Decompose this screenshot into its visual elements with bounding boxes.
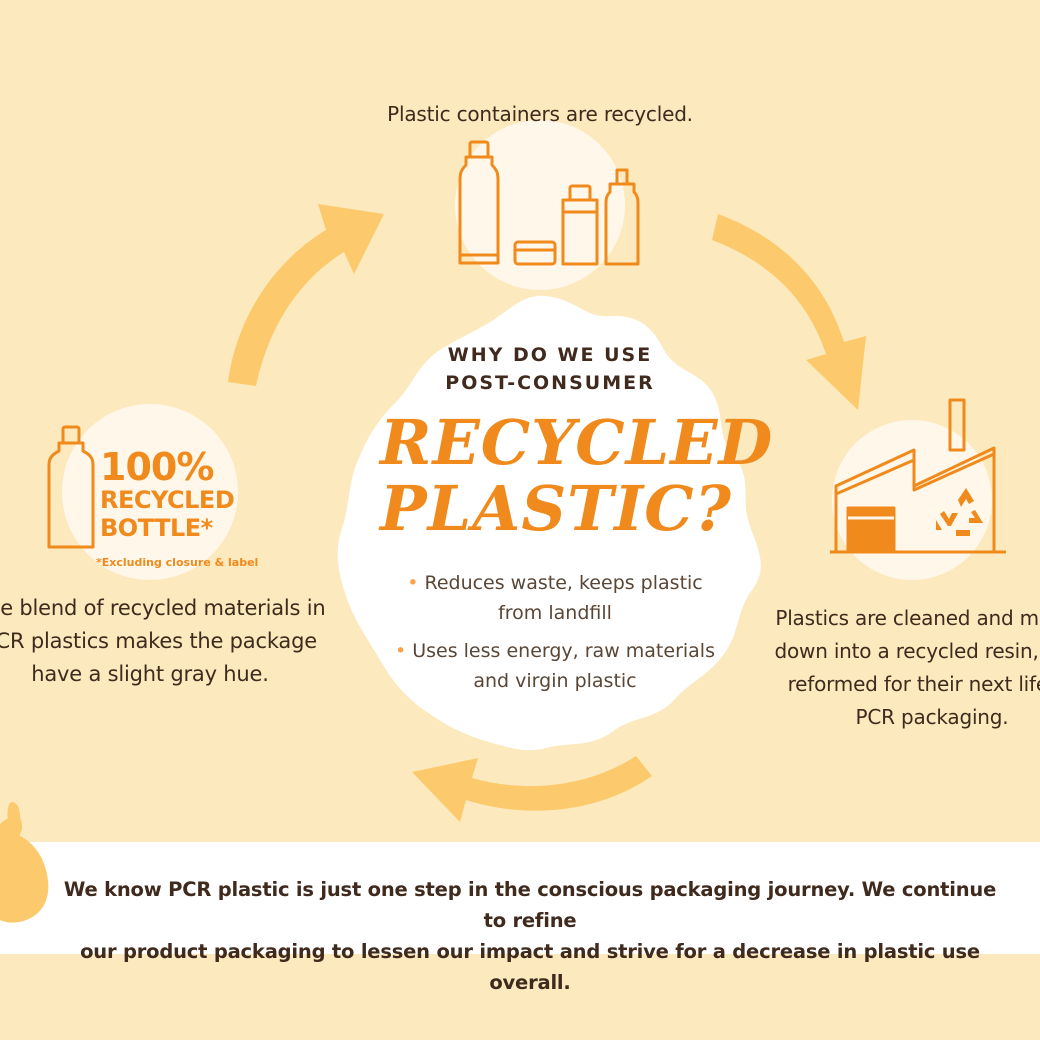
- recycled-badge: 100% RECYCLED BOTTLE*: [100, 448, 260, 542]
- banner-line1: We know PCR plastic is just one step in …: [63, 878, 997, 932]
- step-right-line: reformed for their next life as: [787, 672, 1040, 696]
- center-blob: [337, 295, 761, 751]
- banner-line2: our product packaging to lessen our impa…: [80, 940, 980, 994]
- badge-recycled: RECYCLED: [100, 486, 235, 514]
- step-right-caption: Plastics are cleaned and melted down int…: [752, 602, 1040, 734]
- arrow-left-to-top: [228, 204, 384, 386]
- bottle-icon: [47, 425, 95, 549]
- step-top-caption: Plastic containers are recycled.: [300, 98, 780, 131]
- recycle-icon: [936, 488, 983, 536]
- step-top-caption-text: Plastic containers are recycled.: [387, 102, 693, 126]
- bullet-dot: •: [395, 640, 407, 662]
- badge-footnote: *Excluding closure & label: [96, 556, 259, 569]
- center-question-line2: POST-CONSUMER: [445, 372, 655, 394]
- step-left-line: The blend of recycled materials in: [0, 596, 326, 620]
- factory-icon: [830, 398, 1006, 554]
- step-right-line: Plastics are cleaned and melted: [775, 606, 1040, 630]
- bullet-1-line2: from landfill: [498, 602, 612, 624]
- bullet-2-line2: and virgin plastic: [473, 670, 637, 692]
- arrow-right-to-left: [412, 756, 652, 822]
- step-right-line: down into a recycled resin, then: [774, 639, 1040, 663]
- center-headline: RECYCLED PLASTIC?: [380, 406, 774, 545]
- center-headline-line1: RECYCLED: [380, 406, 774, 479]
- center-bullet: •Reduces waste, keeps plastic from landf…: [390, 568, 720, 628]
- step-left-caption: The blend of recycled materials in PCR p…: [0, 592, 350, 691]
- center-bullet: •Uses less energy, raw materials and vir…: [390, 636, 720, 696]
- banner-text: We know PCR plastic is just one step in …: [60, 874, 1000, 998]
- center-headline-line2: PLASTIC?: [380, 472, 732, 545]
- step-left-line: PCR plastics makes the package: [0, 629, 317, 653]
- bullet-2-line1: Uses less energy, raw materials: [412, 640, 715, 662]
- badge-bottle: BOTTLE*: [100, 514, 213, 542]
- arrow-top-to-right: [712, 214, 866, 410]
- badge-percent: 100%: [100, 445, 214, 489]
- left-icon-backdrop: [62, 404, 238, 580]
- bottom-banner: [0, 842, 1040, 954]
- step-right-line: PCR packaging.: [855, 705, 1009, 729]
- bunny-icon: [0, 813, 49, 923]
- center-question-line1: WHY DO WE USE: [447, 344, 653, 366]
- step-left-line: have a slight gray hue.: [31, 662, 269, 686]
- bullet-1-line1: Reduces waste, keeps plastic: [424, 572, 703, 594]
- bullet-dot: •: [407, 572, 419, 594]
- containers-icon: [458, 140, 640, 266]
